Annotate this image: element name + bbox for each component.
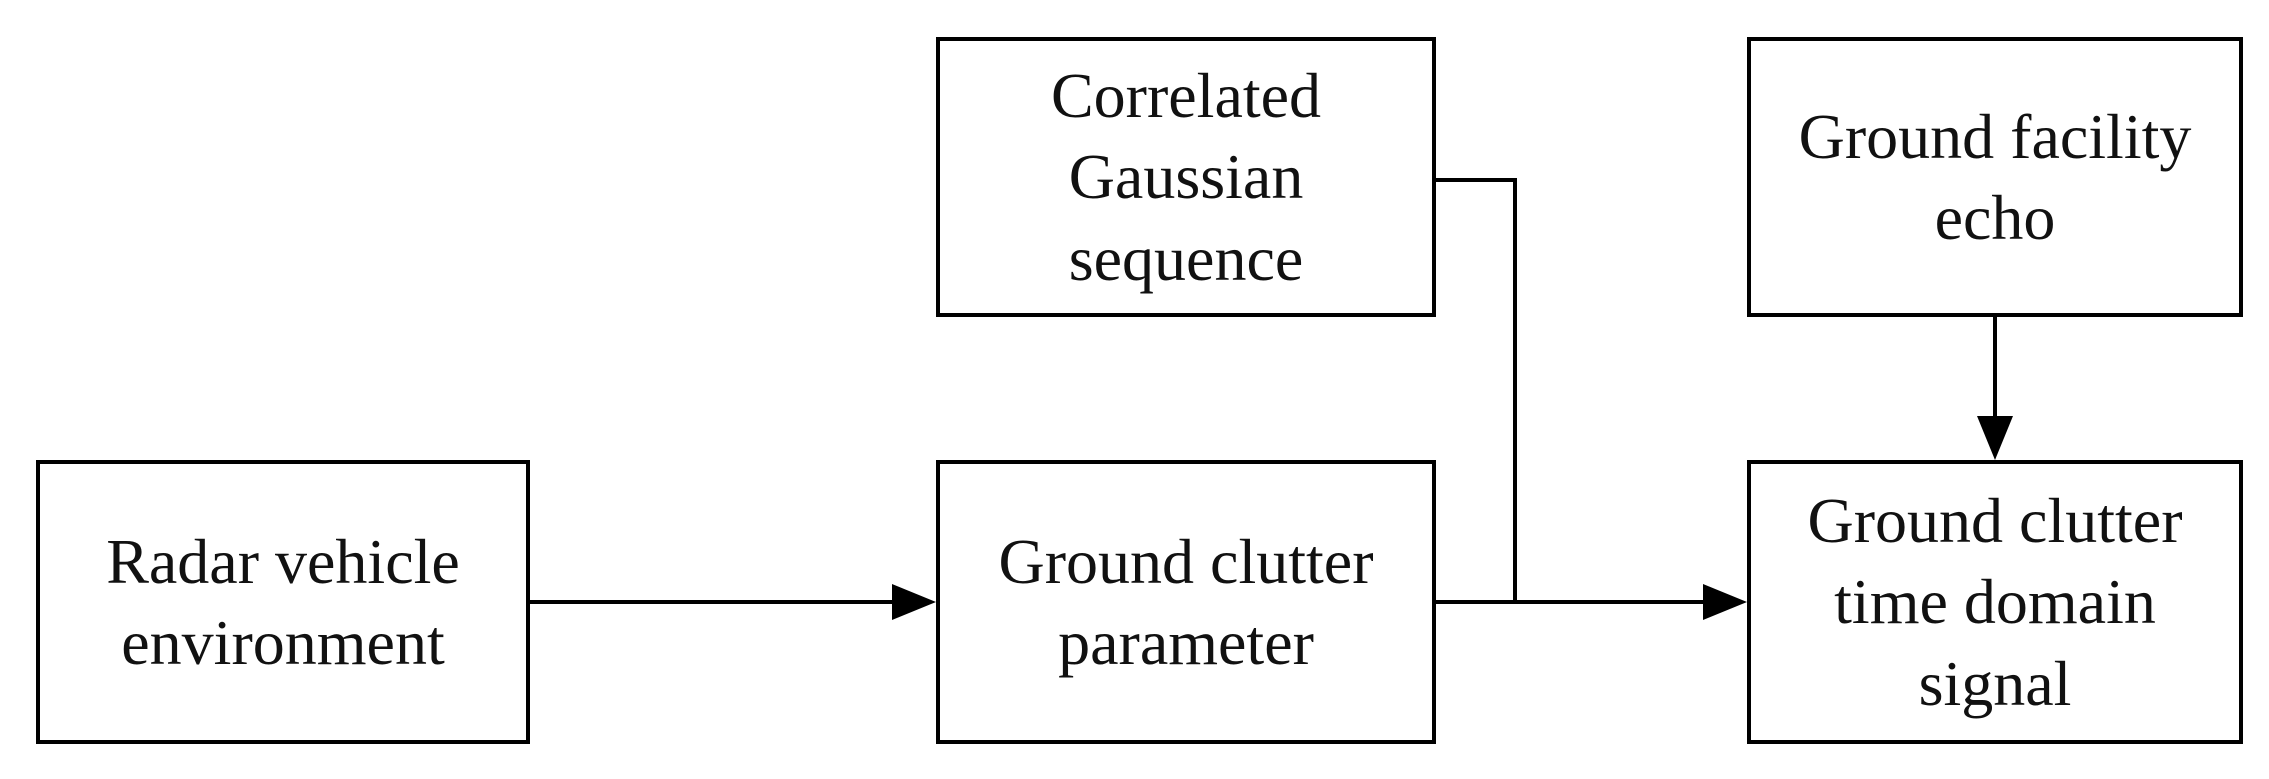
node-correlated-gaussian-sequence: Correlated Gaussian sequence <box>936 37 1436 317</box>
node-ground-clutter-parameter: Ground clutter parameter <box>936 460 1436 744</box>
edge-echo-to-signal <box>1977 317 2013 460</box>
edge-environment-to-parameter <box>530 584 936 620</box>
node-ground-facility-echo: Ground facility echo <box>1747 37 2243 317</box>
node-ground-clutter-time-domain-signal: Ground clutter time domain signal <box>1747 460 2243 744</box>
node-radar-vehicle-environment: Radar vehicle environment <box>36 460 530 744</box>
edge-gaussian-to-signal <box>1436 178 1517 602</box>
edge-parameter-to-signal <box>1436 584 1747 620</box>
